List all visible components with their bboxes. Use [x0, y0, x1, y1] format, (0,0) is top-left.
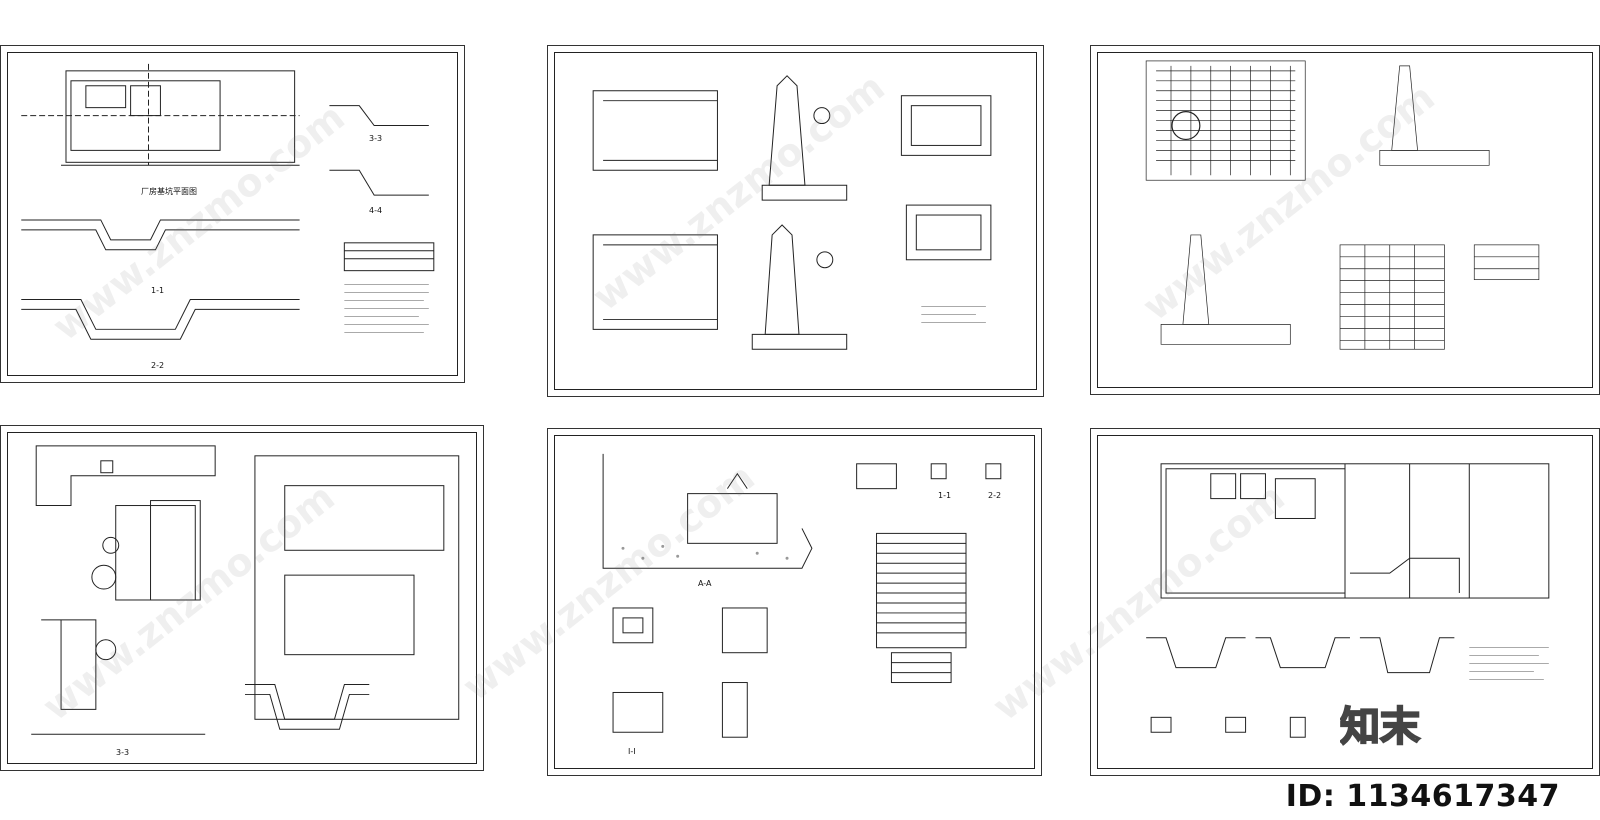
sheet-frame	[1097, 435, 1593, 769]
drawing-sheet-4: 3-3	[0, 425, 484, 771]
sheet-title: 厂房基坑平面图	[141, 187, 197, 196]
section-label: 3-3	[116, 748, 130, 757]
foundation-drawing	[31, 445, 460, 735]
plan-drawing	[21, 63, 435, 340]
sheet-frame	[7, 52, 458, 376]
section-label: 3-3	[369, 134, 383, 143]
section-label: 4-4	[369, 206, 383, 215]
section-label: 1-1	[938, 491, 952, 500]
drawing-sheet-1: 厂房基坑平面图 1-1 2-2 3-3 4-4	[0, 45, 465, 383]
rebar-mesh-drawing	[1145, 60, 1540, 350]
detail-drawing	[602, 453, 1002, 738]
section-label: 1-1	[151, 286, 165, 295]
reinforcement-drawing	[592, 75, 992, 350]
id-label: ID: 1134617347	[1285, 779, 1560, 814]
sheet-frame	[1097, 52, 1593, 388]
drawing-sheet-5: A-A 1-1 2-2 I-I	[547, 428, 1042, 776]
section-label: 2-2	[988, 491, 1002, 500]
sheet-frame	[7, 432, 477, 764]
sheet-frame	[554, 52, 1037, 390]
section-label: A-A	[698, 579, 712, 588]
section-label: I-I	[628, 747, 636, 756]
sheet-frame	[554, 435, 1035, 769]
floor-plan-drawing	[1146, 463, 1550, 738]
drawing-sheet-6	[1090, 428, 1600, 776]
section-label: 2-2	[151, 361, 165, 370]
drawing-sheet-2	[547, 45, 1044, 397]
brand-logo: 知末	[1339, 700, 1450, 751]
brand-text: 知末	[1340, 704, 1420, 750]
drawing-sheet-3	[1090, 45, 1600, 395]
